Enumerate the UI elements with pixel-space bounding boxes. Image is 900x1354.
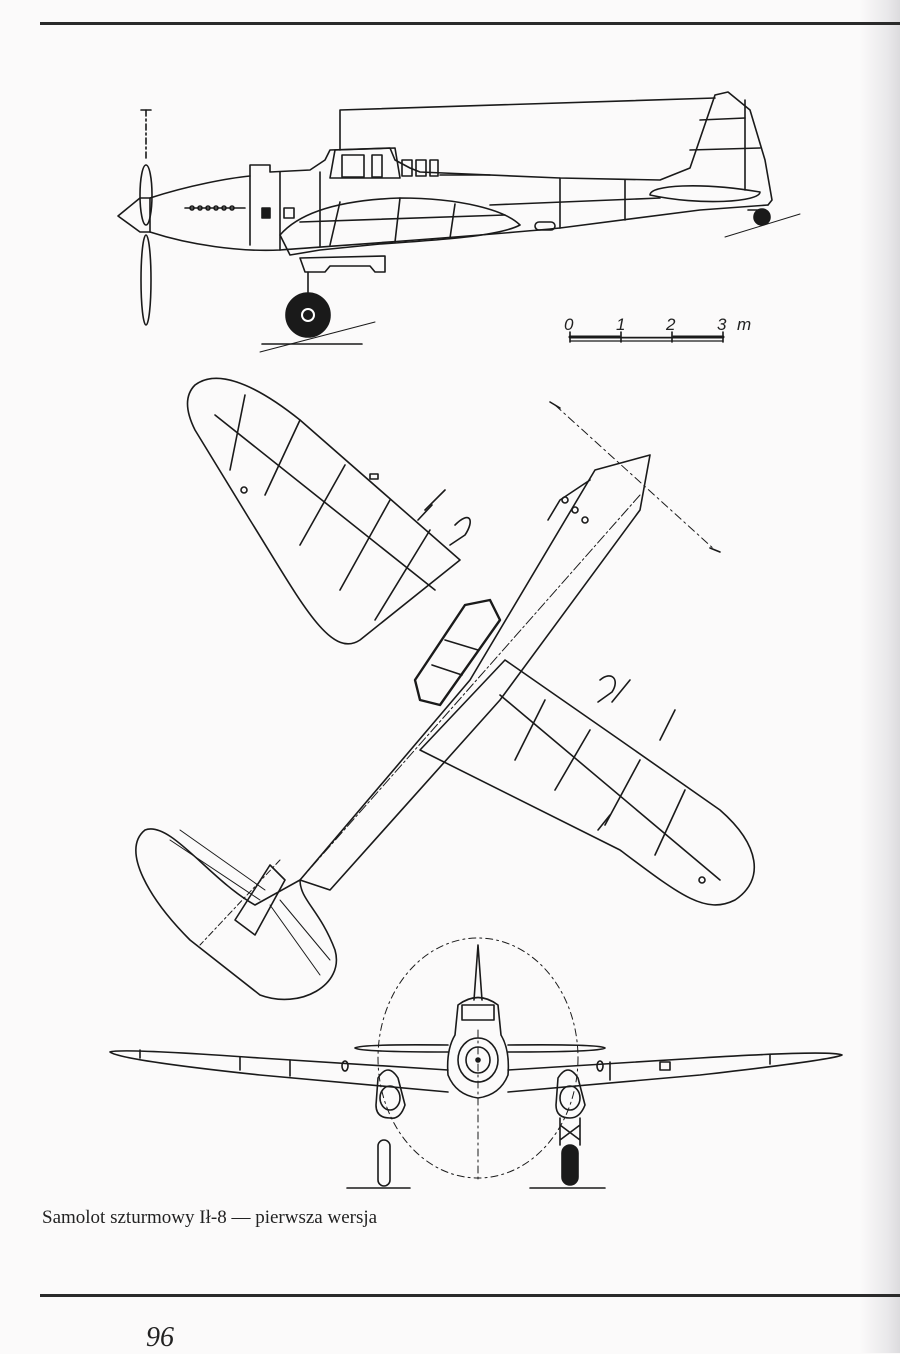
scale-bar xyxy=(568,331,725,343)
scale-tick-2: 2 xyxy=(665,315,676,334)
scale-tick-0: 0 xyxy=(564,315,574,334)
scale-tick-3: 3 xyxy=(717,315,727,334)
scale-unit: m xyxy=(737,315,751,334)
aircraft-three-view-drawing: 0 1 2 3 m xyxy=(109,91,843,1189)
figure-caption: Samolot szturmowy Ił-8 — pierwsza wersja xyxy=(42,1207,378,1228)
scale-tick-1: 1 xyxy=(616,315,625,334)
footer-rule xyxy=(40,1294,900,1297)
top-view xyxy=(135,377,756,1001)
side-view xyxy=(117,91,801,353)
page-edge-shadow xyxy=(860,0,900,1353)
page-number: 96 xyxy=(146,1322,174,1353)
front-view xyxy=(109,937,843,1189)
header-rule xyxy=(40,22,900,25)
